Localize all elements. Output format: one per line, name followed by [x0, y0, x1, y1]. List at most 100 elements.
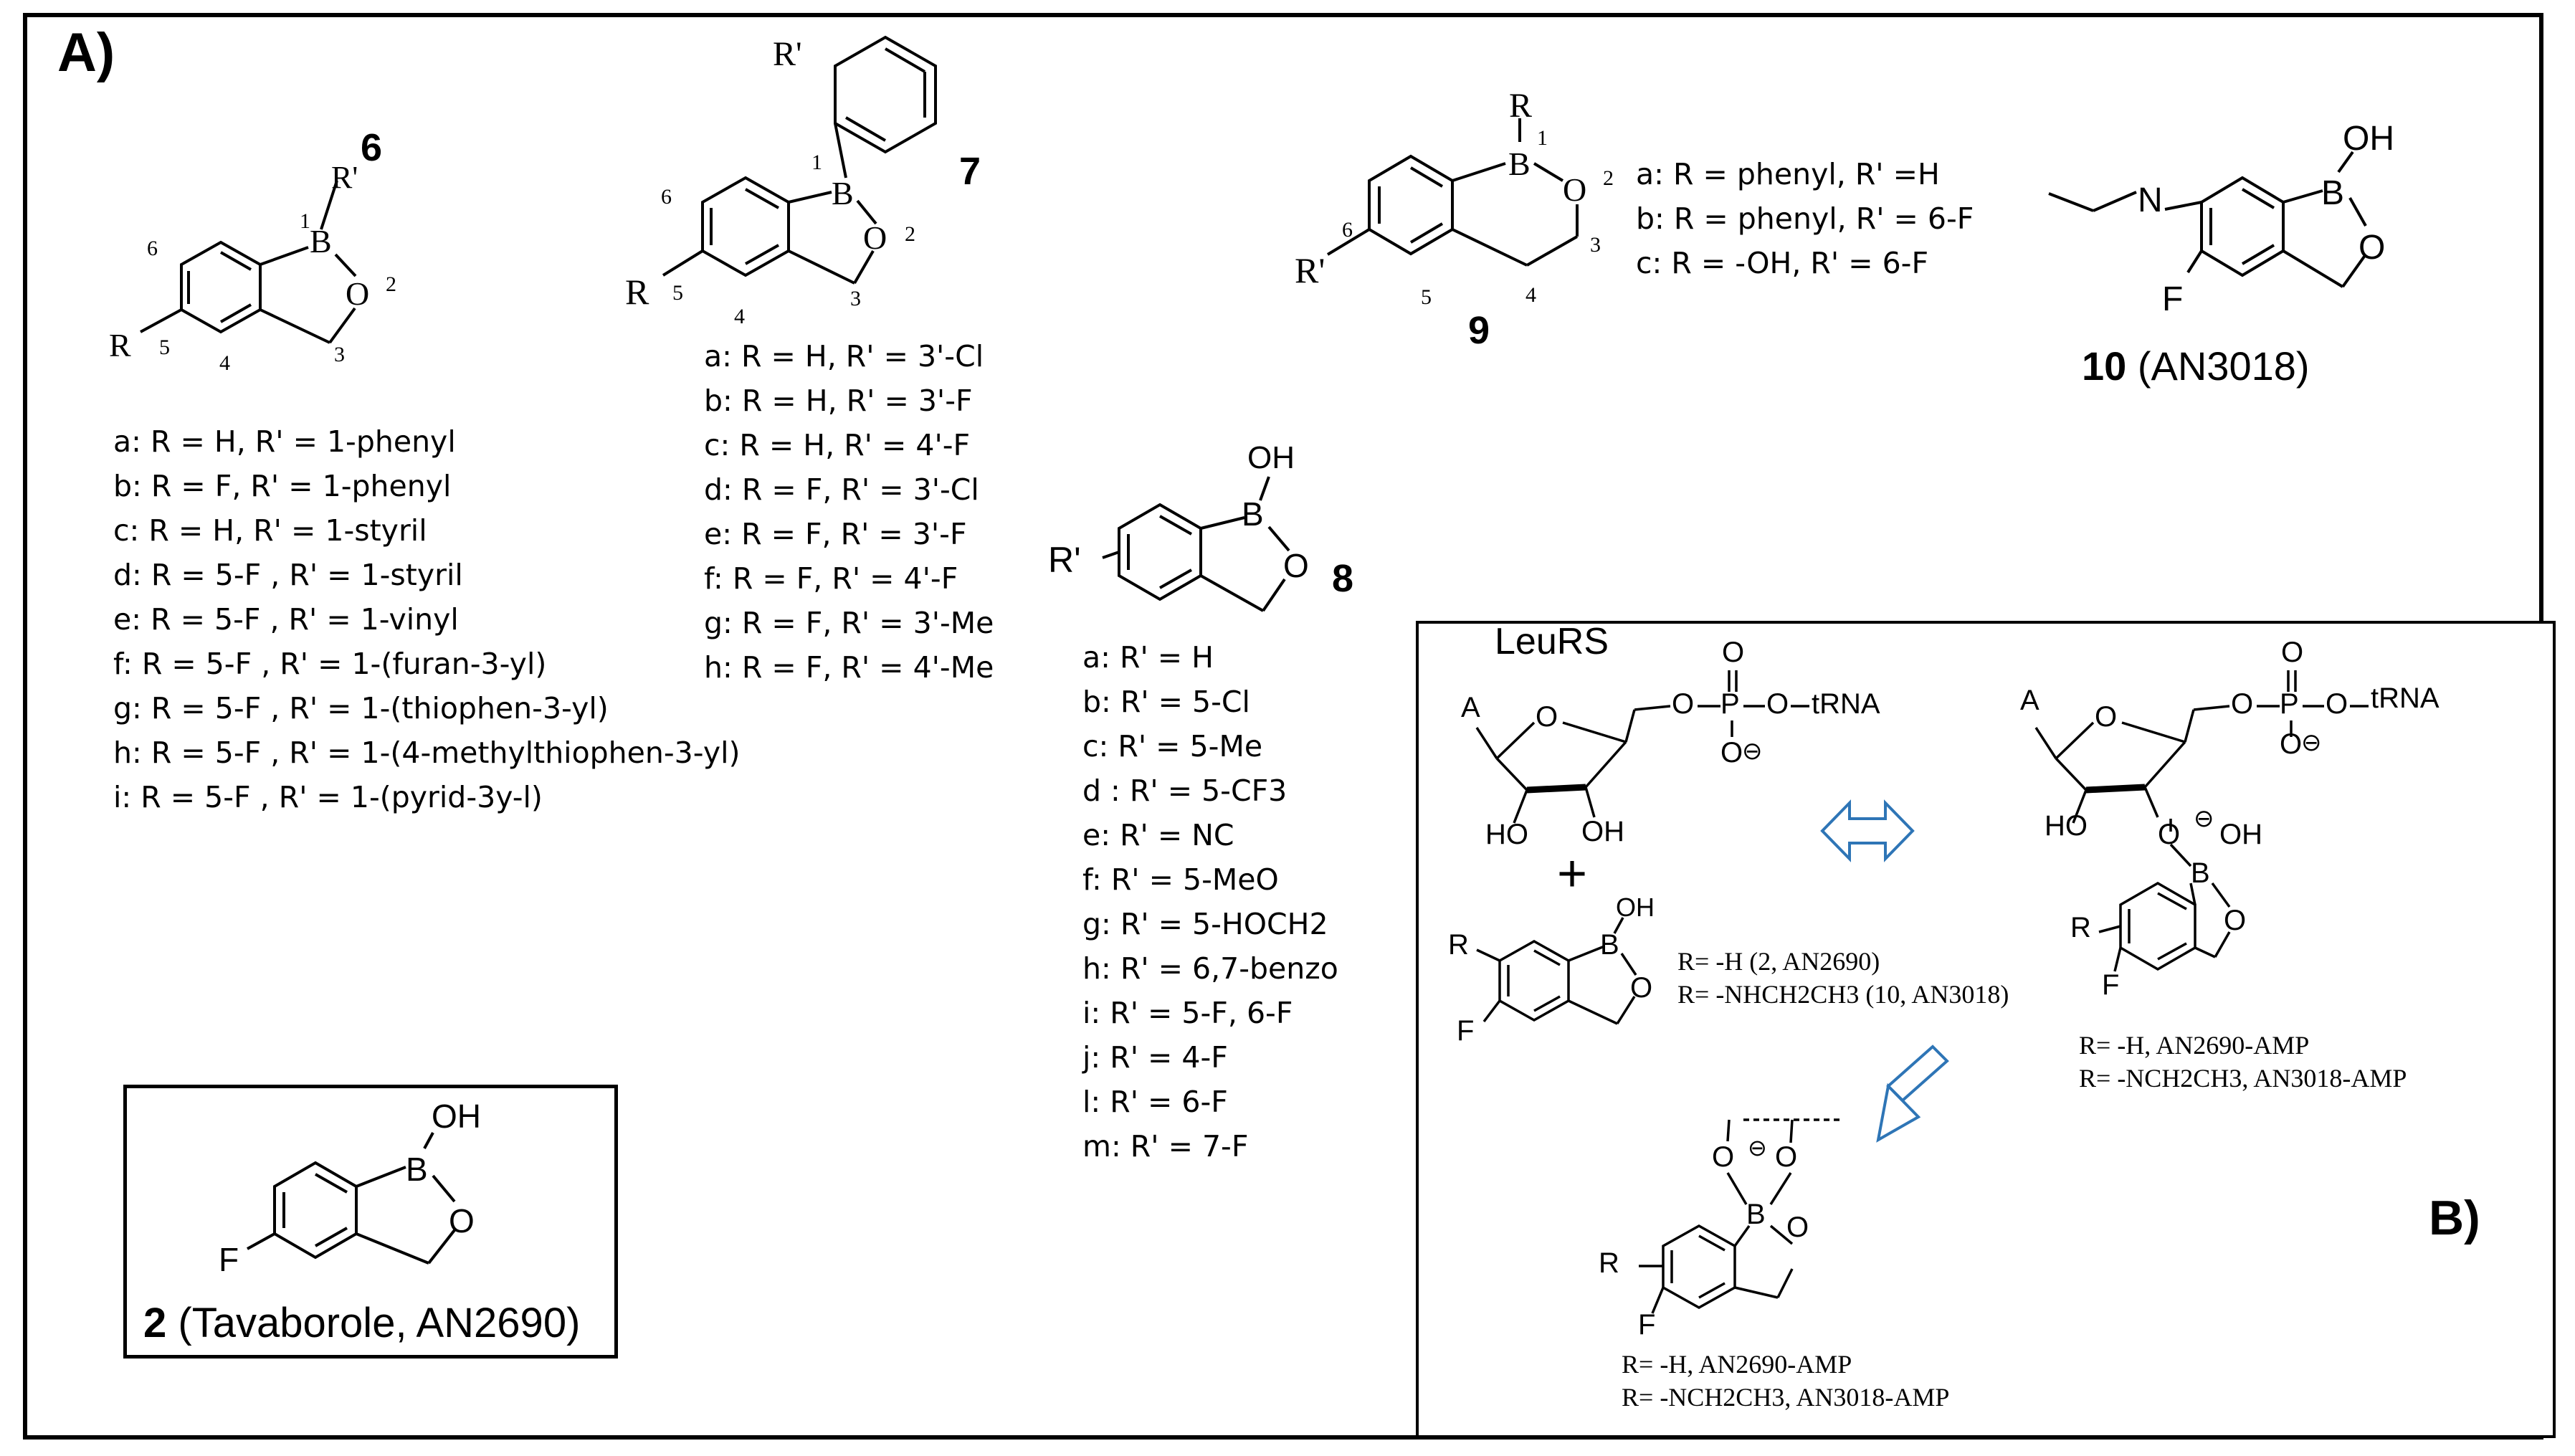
compound-7-number: 7 — [959, 150, 981, 193]
variant-item: h: R' = 6,7-benzo — [1082, 951, 1338, 986]
atom-hydroxyl: OH — [2219, 819, 2262, 850]
atom-oxygen: O — [2281, 637, 2304, 668]
variant-item: a: R' = H — [1082, 640, 1214, 675]
ring-number: 4 — [219, 351, 230, 375]
atom-fluorine: F — [1638, 1309, 1656, 1341]
variant-item: g: R' = 5-HOCH2 — [1082, 907, 1328, 941]
ring-number: 1 — [300, 209, 310, 233]
atom-oxygen: O — [1563, 171, 1587, 208]
atom-fluorine: F — [2102, 969, 2120, 1001]
variant-item: f: R' = 5-MeO — [1082, 862, 1279, 897]
variant-item: j: R' = 4-F — [1082, 1040, 1228, 1075]
compound-6-variant-list: a: R = H, R' = 1-phenyl b: R = F, R' = 1… — [113, 419, 740, 819]
enzyme-label: LeuRS — [1495, 621, 1609, 662]
ring-number: 1 — [811, 151, 822, 174]
ring-number: 4 — [1526, 283, 1536, 307]
atom-boron: B — [310, 223, 332, 260]
variant-item: m: R' = 7-F — [1082, 1129, 1249, 1164]
atom-r-prime: R' — [1295, 250, 1325, 290]
r-line: R= -H, AN2690-AMP — [1622, 1350, 1852, 1379]
compound-8-variant-list: a: R' = H b: R' = 5-Cl c: R' = 5-Me d : … — [1082, 635, 1338, 1169]
variant-item: e: R = F, R' = 3'-F — [704, 517, 967, 551]
atom-hydroxyl: HO — [2045, 810, 2088, 842]
atom-oxygen: O — [1775, 1141, 1798, 1173]
variant-item: h: R = 5-F , R' = 1-(4-methylthiophen-3-… — [113, 736, 741, 770]
compound-8-number: 8 — [1332, 557, 1354, 600]
variant-item: b: R = H, R' = 3'-F — [704, 384, 973, 418]
atom-boron: B — [832, 175, 854, 211]
atom-r: R — [2070, 912, 2091, 943]
variant-item: c: R = H, R' = 1-styril — [113, 513, 427, 548]
atom-boron: B — [2321, 174, 2345, 212]
compound-2-number: 2 — [143, 1300, 167, 1346]
atom-oxygen: O — [1786, 1212, 1809, 1243]
atom-boron: B — [1508, 146, 1531, 182]
ring-number: 4 — [734, 305, 745, 328]
atom-oxygen: O — [1720, 737, 1743, 769]
ring-number: 5 — [159, 336, 170, 359]
variant-item: c: R = -OH, R' = 6-F — [1636, 246, 1929, 280]
compound-2-caption: 2 (Tavaborole, AN2690) — [143, 1299, 580, 1347]
atom-r: R — [1509, 87, 1533, 125]
compound-10-number: 10 — [2082, 343, 2127, 389]
atom-adenine: A — [2020, 685, 2039, 716]
ring-number: 6 — [661, 185, 672, 209]
atom-hydroxyl: OH — [1616, 893, 1655, 922]
atom-fluorine: F — [219, 1241, 239, 1278]
atom-phosphorus: P — [2280, 688, 2299, 720]
atom-oxygen: O — [2224, 905, 2247, 936]
variant-item: a: R = H, R' = 3'-Cl — [704, 339, 984, 373]
ring-number: 3 — [1590, 233, 1601, 257]
negative-charge-icon: ⊖ — [2301, 729, 2322, 756]
atom-boron: B — [406, 1151, 428, 1188]
negative-charge-icon: ⊖ — [2194, 805, 2214, 832]
variant-item: l: R' = 6-F — [1082, 1085, 1228, 1119]
compound-10-caption: 10 (AN3018) — [2082, 343, 2310, 389]
variant-item: i: R' = 5-F, 6-F — [1082, 996, 1293, 1030]
r-line: R= -H, AN2690-AMP — [2079, 1031, 2310, 1060]
trna-label: tRNA — [2371, 682, 2440, 714]
atom-r: R — [1599, 1247, 1619, 1279]
atom-oxygen: O — [2231, 688, 2254, 720]
ring-number: 1 — [1537, 126, 1548, 150]
atom-oxygen: O — [1630, 972, 1653, 1004]
atom-oxygen: O — [1766, 688, 1789, 720]
ring-number: 2 — [386, 272, 396, 296]
atom-oxygen: O — [863, 219, 887, 256]
variant-item: e: R' = NC — [1082, 818, 1234, 852]
atom-oxygen: O — [2158, 819, 2181, 850]
variant-item: g: R = F, R' = 3'-Me — [704, 606, 994, 640]
compound-7-variant-list: a: R = H, R' = 3'-Cl b: R = H, R' = 3'-F… — [704, 334, 994, 690]
atom-oxygen: O — [346, 275, 370, 312]
compound-2-box — [123, 1085, 618, 1359]
r-line: R= -NHCH2CH3 (10, AN3018) — [1677, 980, 2009, 1009]
atom-boron: B — [1242, 495, 1264, 533]
ring-number: 2 — [905, 222, 915, 246]
atom-oxygen: O — [1672, 688, 1695, 720]
atom-hydroxyl: HO — [1485, 819, 1528, 850]
atom-nitrogen: N — [2138, 181, 2163, 219]
compound-9-number: 9 — [1468, 309, 1490, 352]
variant-item: d : R' = 5-CF3 — [1082, 774, 1288, 808]
ring-number: 6 — [1342, 218, 1353, 242]
compound-10-name: (AN3018) — [2137, 343, 2310, 389]
variant-item: a: R = H, R' = 1-phenyl — [113, 424, 456, 459]
r-line: R= -NCH2CH3, AN3018-AMP — [2079, 1064, 2407, 1093]
atom-oxygen: O — [2095, 701, 2118, 733]
atom-adenine: A — [1461, 692, 1480, 723]
atom-r-prime: R' — [1048, 540, 1081, 580]
atom-boron: B — [1600, 929, 1619, 961]
variant-item: a: R = phenyl, R' =H — [1636, 157, 1940, 191]
final-r-lines: R= -H, AN2690-AMP R= -NCH2CH3, AN3018-AM… — [1622, 1348, 1949, 1414]
atom-phosphorus: P — [1720, 688, 1740, 720]
ring-number: 3 — [334, 343, 345, 366]
atom-r: R — [109, 327, 131, 363]
compound-9-variant-list: a: R = phenyl, R' =H b: R = phenyl, R' =… — [1636, 152, 1974, 285]
variant-item: c: R' = 5-Me — [1082, 729, 1263, 763]
variant-item: i: R = 5-F , R' = 1-(pyrid-3y-l) — [113, 780, 543, 814]
variant-item: f: R = 5-F , R' = 1-(furan-3-yl) — [113, 647, 547, 681]
atom-r-prime: R' — [773, 35, 802, 73]
atom-oxygen: O — [2326, 688, 2348, 720]
atom-oxygen: O — [2359, 229, 2386, 267]
atom-fluorine: F — [1457, 1015, 1475, 1047]
